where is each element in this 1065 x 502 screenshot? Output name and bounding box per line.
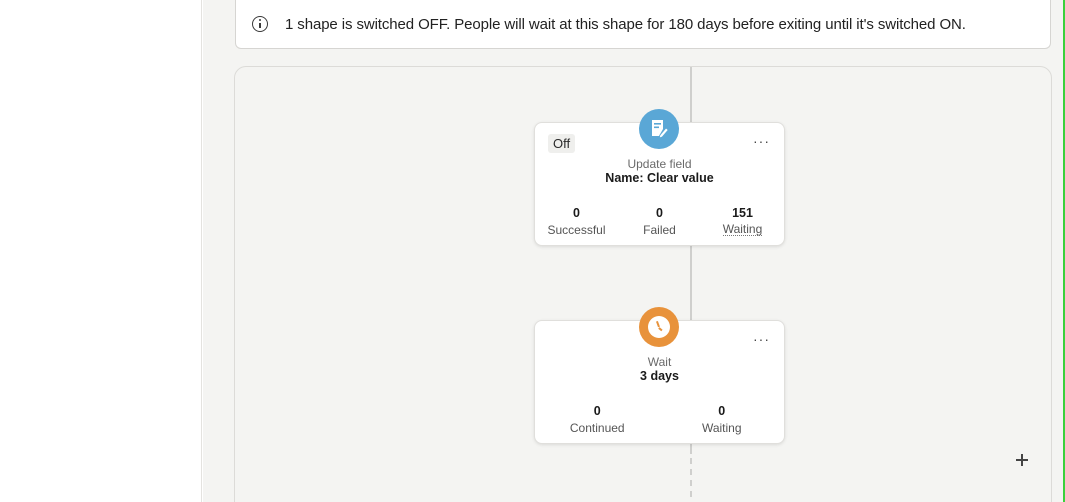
- connector-dashed-line: [690, 447, 692, 502]
- stat-value: 0: [718, 404, 726, 418]
- update-field-node[interactable]: Off ··· Update field Name: Clear value 0…: [534, 109, 785, 246]
- left-panel: [0, 0, 202, 502]
- banner-text: 1 shape is switched OFF. People will wai…: [285, 15, 966, 33]
- connector-line: [690, 245, 692, 321]
- stat-value: 151: [732, 206, 753, 220]
- node-menu-button[interactable]: ···: [753, 331, 770, 347]
- info-icon: [252, 16, 268, 32]
- waiting-link[interactable]: Waiting: [722, 222, 763, 236]
- stat-value: 0: [573, 206, 580, 220]
- stat-failed: 0 Failed: [618, 206, 701, 239]
- node-title: 3 days: [640, 369, 679, 383]
- add-shape-button[interactable]: [1012, 450, 1032, 470]
- stat-label: Successful: [547, 223, 606, 237]
- stat-value: 0: [656, 206, 663, 220]
- stat-value: 0: [593, 404, 601, 418]
- stat-successful: 0 Successful: [535, 206, 618, 239]
- stat-waiting: 151 Waiting: [701, 206, 784, 239]
- connector-line: [690, 67, 692, 123]
- workflow-area: 1 shape is switched OFF. People will wai…: [203, 0, 1063, 502]
- document-edit-icon: [639, 109, 679, 149]
- node-title: Name: Clear value: [605, 171, 714, 185]
- stat-label: Failed: [643, 223, 676, 237]
- stat-continued: 0 Continued: [535, 404, 660, 437]
- wait-node[interactable]: ··· Wait 3 days 0 Continued 0 Waiting: [534, 307, 785, 444]
- node-type: Wait: [647, 355, 672, 369]
- off-badge: Off: [548, 134, 576, 153]
- workflow-canvas[interactable]: Off ··· Update field Name: Clear value 0…: [234, 66, 1052, 502]
- node-menu-button[interactable]: ···: [753, 133, 770, 149]
- node-stats: 0 Continued 0 Waiting: [535, 404, 784, 437]
- stat-label: Continued: [569, 421, 625, 435]
- stat-label: Waiting: [701, 421, 742, 435]
- clock-icon: [639, 307, 679, 347]
- node-type: Update field: [627, 157, 692, 171]
- stat-waiting: 0 Waiting: [660, 404, 785, 437]
- info-banner: 1 shape is switched OFF. People will wai…: [235, 0, 1051, 49]
- scrollbar-edge: [1063, 0, 1065, 502]
- node-stats: 0 Successful 0 Failed 151 Waiting: [535, 206, 784, 239]
